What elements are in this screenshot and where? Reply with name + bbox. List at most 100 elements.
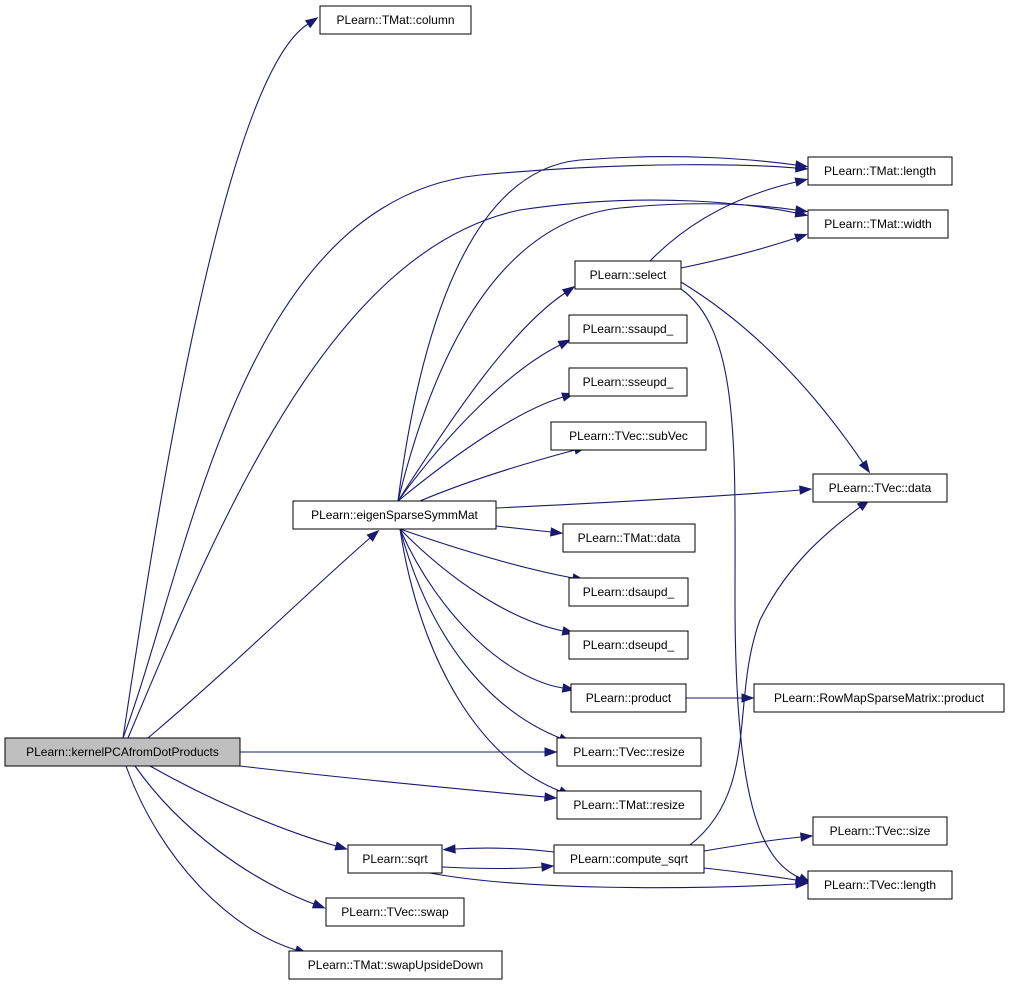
node-box <box>807 156 953 186</box>
node-dseupd[interactable]: PLearn::dseupd_ <box>568 630 689 660</box>
edge-kernel-to-tvec_resize <box>240 747 558 757</box>
node-kernel[interactable]: PLearn::kernelPCAfromDotProducts <box>4 737 241 767</box>
node-box <box>568 367 688 397</box>
edge-line <box>680 288 801 879</box>
edge-eigen-to-tmat_width <box>397 203 809 502</box>
node-box <box>574 260 682 290</box>
edge-sqrt-to-tvec_length <box>429 872 809 889</box>
node-column[interactable]: PLearn::TMat::column <box>319 5 472 35</box>
edge-line <box>397 344 561 502</box>
arrowhead <box>541 862 555 872</box>
edge-eigen-to-tmat_data <box>495 525 564 537</box>
node-tvec-data[interactable]: PLearn::TVec::data <box>812 473 948 503</box>
edge-line <box>397 396 564 502</box>
edge-line <box>127 199 797 739</box>
edge-compute_sqrt-to-sqrt <box>442 844 555 854</box>
node-label: PLearn::kernelPCAfromDotProducts <box>26 745 219 759</box>
node-sqrt[interactable]: PLearn::sqrt <box>347 844 443 874</box>
node-box <box>325 897 465 927</box>
edge-compute_sqrt-to-tvec_size <box>703 832 814 852</box>
node-tvec-resize[interactable]: PLearn::TVec::resize <box>556 737 702 767</box>
node-box <box>568 577 689 607</box>
arrowhead <box>794 205 809 215</box>
edge-line <box>399 528 564 632</box>
edge-line <box>239 765 546 798</box>
node-box <box>4 737 241 767</box>
edge-product-to-rowmap <box>686 693 755 703</box>
node-eigen[interactable]: PLearn::eigenSparseSymmMat <box>292 500 497 530</box>
arrowhead <box>304 17 319 29</box>
node-label: PLearn::TMat::length <box>824 164 936 178</box>
node-label: PLearn::TVec::swap <box>341 905 449 919</box>
node-rowmap[interactable]: PLearn::RowMapSparseMatrix::product <box>753 683 1005 713</box>
edge-line <box>122 164 797 739</box>
node-box <box>556 790 702 820</box>
node-label: PLearn::sqrt <box>362 852 428 866</box>
node-ssaupd[interactable]: PLearn::ssaupd_ <box>568 314 688 344</box>
node-swapupside[interactable]: PLearn::TMat::swapUpsideDown <box>288 950 503 980</box>
node-box <box>553 844 705 874</box>
node-select[interactable]: PLearn::select <box>574 260 682 290</box>
node-product[interactable]: PLearn::product <box>570 683 687 713</box>
arrowhead <box>794 875 809 885</box>
edge-eigen-to-select <box>397 285 576 502</box>
edge-line <box>399 528 561 739</box>
node-tmat-width[interactable]: PLearn::TMat::width <box>807 209 949 239</box>
node-label: PLearn::TMat::resize <box>573 798 685 812</box>
arrowhead <box>544 792 558 802</box>
node-box <box>568 630 689 660</box>
node-tvec-size[interactable]: PLearn::TVec::size <box>812 816 948 846</box>
edge-line <box>399 528 564 689</box>
node-box <box>753 683 1005 713</box>
node-label: PLearn::TMat::width <box>824 217 931 231</box>
edge-line <box>397 203 797 502</box>
edge-line <box>134 765 315 905</box>
edge-eigen-to-sseupd <box>397 392 575 502</box>
arrowhead <box>561 285 576 298</box>
node-label: PLearn::TVec::length <box>824 878 936 892</box>
arrowhead <box>794 233 808 243</box>
node-tmat-data[interactable]: PLearn::TMat::data <box>562 523 696 553</box>
node-tmat-length[interactable]: PLearn::TMat::length <box>807 156 953 186</box>
edge-select-to-tmat_length <box>649 177 809 262</box>
node-subvec[interactable]: PLearn::TVec::subVec <box>550 421 707 451</box>
node-compute-sqrt[interactable]: PLearn::compute_sqrt <box>553 844 705 874</box>
edge-line <box>689 506 861 846</box>
edge-kernel-to-tmat_length <box>122 163 809 739</box>
edge-line <box>399 528 574 579</box>
node-label: PLearn::TMat::column <box>336 13 454 27</box>
node-box <box>288 950 503 980</box>
arrowhead <box>311 899 326 909</box>
edge-eigen-to-tmat_length <box>397 156 809 502</box>
edge-kernel-to-eigen <box>147 529 380 739</box>
edge-kernel-to-swapupside <box>125 765 308 955</box>
arrowhead <box>544 747 558 757</box>
node-tvec-swap[interactable]: PLearn::TVec::swap <box>325 897 465 927</box>
node-label: PLearn::eigenSparseSymmMat <box>311 508 478 522</box>
node-label: PLearn::dseupd_ <box>583 638 675 652</box>
edge-line <box>703 836 802 852</box>
node-tmat-resize[interactable]: PLearn::TMat::resize <box>556 790 702 820</box>
node-dsaupd[interactable]: PLearn::dsaupd_ <box>568 577 689 607</box>
edge-line <box>454 847 555 853</box>
node-label: PLearn::compute_sqrt <box>570 852 689 866</box>
edge-line <box>125 765 297 951</box>
node-label: PLearn::sseupd_ <box>583 375 674 389</box>
edge-line <box>441 866 543 870</box>
edge-sqrt-to-compute_sqrt <box>441 862 555 872</box>
node-label: PLearn::product <box>586 691 672 705</box>
node-box <box>292 500 497 530</box>
node-tvec-length[interactable]: PLearn::TVec::length <box>807 870 953 900</box>
arrowhead <box>800 832 814 842</box>
edge-line <box>703 867 797 881</box>
edge-line <box>495 525 552 533</box>
node-sseupd[interactable]: PLearn::sseupd_ <box>568 367 688 397</box>
edge-select-to-tvec_data <box>680 281 871 474</box>
edge-line <box>419 449 576 502</box>
edge-kernel-to-tvec_swap <box>134 765 326 909</box>
edges-layer <box>122 17 871 955</box>
edge-line <box>397 156 797 502</box>
edge-eigen-to-tvec_data <box>495 485 813 509</box>
edge-eigen-to-subvec <box>419 445 588 502</box>
